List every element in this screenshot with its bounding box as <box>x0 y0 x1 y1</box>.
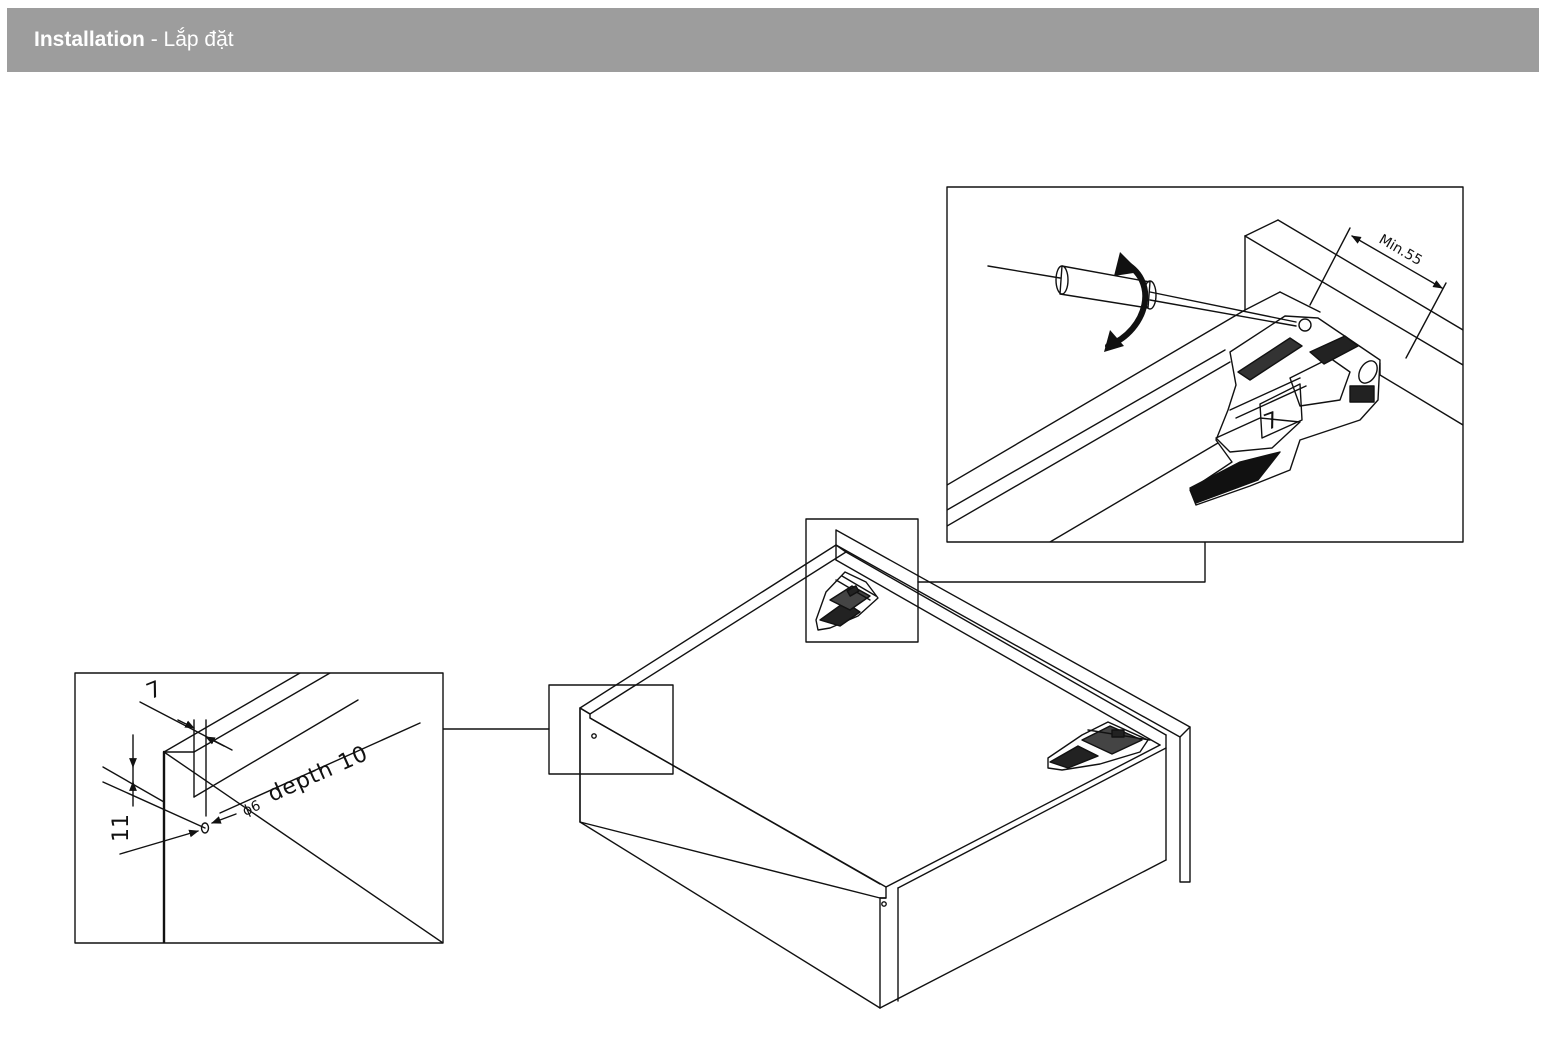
header-title: Installation <box>34 28 145 51</box>
detail-right: 7 Min.55 <box>946 186 1464 543</box>
dimension-11-label: 11 <box>109 814 134 842</box>
drawer-front-panel <box>579 707 887 899</box>
drill-hole-icon <box>200 822 210 834</box>
detail-left: 7 11 ϕ6 depth 10 <box>74 672 444 944</box>
detail-frame-back-corner <box>805 518 919 643</box>
section-header: Installation - Lắp đặt <box>7 8 1539 72</box>
front-hole-left <box>591 733 597 739</box>
screwdriver-icon <box>987 265 1297 327</box>
front-hole-right <box>881 901 887 907</box>
hole-diameter-label: ϕ6 <box>240 798 263 820</box>
drawer-back-panel <box>835 529 1191 883</box>
drawer-drawing <box>442 518 1206 1009</box>
locking-device-left-icon <box>815 571 879 631</box>
locking-device-right-icon <box>1047 721 1151 771</box>
locking-device-detail-icon: 7 <box>1189 315 1381 506</box>
header-subtitle: Lắp đặt <box>163 28 234 51</box>
leader-line-right <box>917 541 1206 583</box>
header-separator: - <box>144 28 164 51</box>
